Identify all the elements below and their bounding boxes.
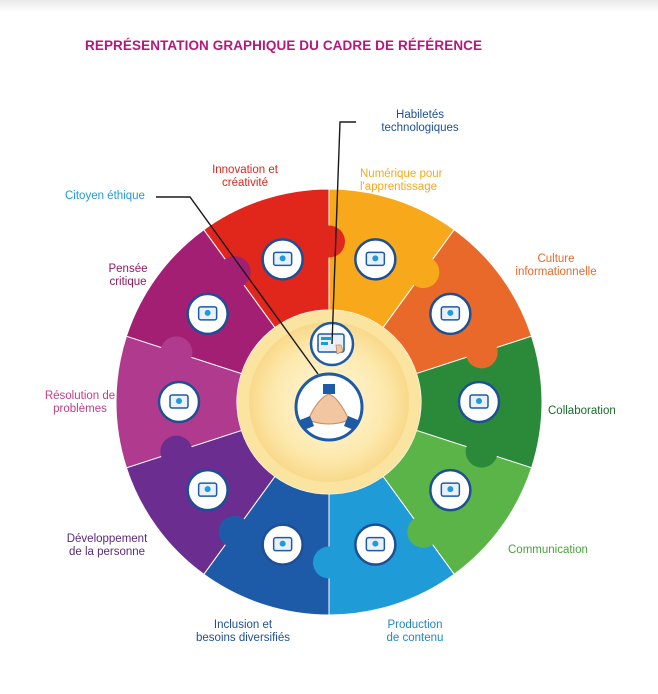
puzzle-knob-collaboration <box>465 435 498 468</box>
puzzle-knob-resolution <box>160 336 193 369</box>
label-collaboration: Collaboration <box>548 405 616 417</box>
network-screens-icon <box>186 468 229 512</box>
label-inclusion: Inclusion et besoins diversifiés <box>196 619 290 644</box>
label-developpement: Développement de la personne <box>66 533 148 558</box>
joined-hands-icon <box>294 372 364 442</box>
habiletes-leader-line <box>331 121 356 345</box>
video-content-icon <box>354 523 397 566</box>
label-communication: Communication <box>508 544 588 556</box>
chat-messages-icon <box>429 468 472 512</box>
label-numerique: Numérique pour l'apprentissage <box>360 168 443 193</box>
puzzle-knob-innovation <box>313 225 345 258</box>
top-gradient-bar <box>0 0 658 12</box>
label-pensee: Pensée critique <box>108 263 148 288</box>
target-icon <box>157 380 201 424</box>
label-production: Production de contenu <box>386 619 444 644</box>
computer-learning-icon <box>354 238 397 281</box>
puzzle-knob-numerique <box>407 256 440 289</box>
lightbulb-icon <box>261 238 304 281</box>
circular-arrows-icon <box>261 523 304 566</box>
citoyen-leader-line <box>156 196 319 375</box>
puzzle-knob-inclusion <box>218 515 251 548</box>
puzzle-knobs <box>160 225 498 579</box>
documents-search-icon <box>429 292 472 336</box>
puzzle-knob-developpement <box>160 435 193 468</box>
puzzle-knob-culture <box>465 336 498 369</box>
puzzle-knob-communication <box>407 515 440 548</box>
page-title: REPRÉSENTATION GRAPHIQUE DU CADRE DE RÉF… <box>85 38 483 53</box>
label-citoyen-ethique: Citoyen éthique <box>65 190 145 202</box>
puzzle-knob-pensee <box>218 256 251 289</box>
label-culture: Culture informationnelle <box>515 253 597 278</box>
label-habiletes-technologiques: Habiletés technologiques <box>381 109 459 134</box>
puzzle-knob-production <box>313 546 345 579</box>
segment-icons <box>157 238 501 566</box>
label-innovation: Innovation et créativité <box>212 164 278 189</box>
thinking-brain-icon <box>186 292 229 336</box>
label-resolution: Résolution de problèmes <box>44 390 116 415</box>
team-network-icon <box>457 380 501 424</box>
